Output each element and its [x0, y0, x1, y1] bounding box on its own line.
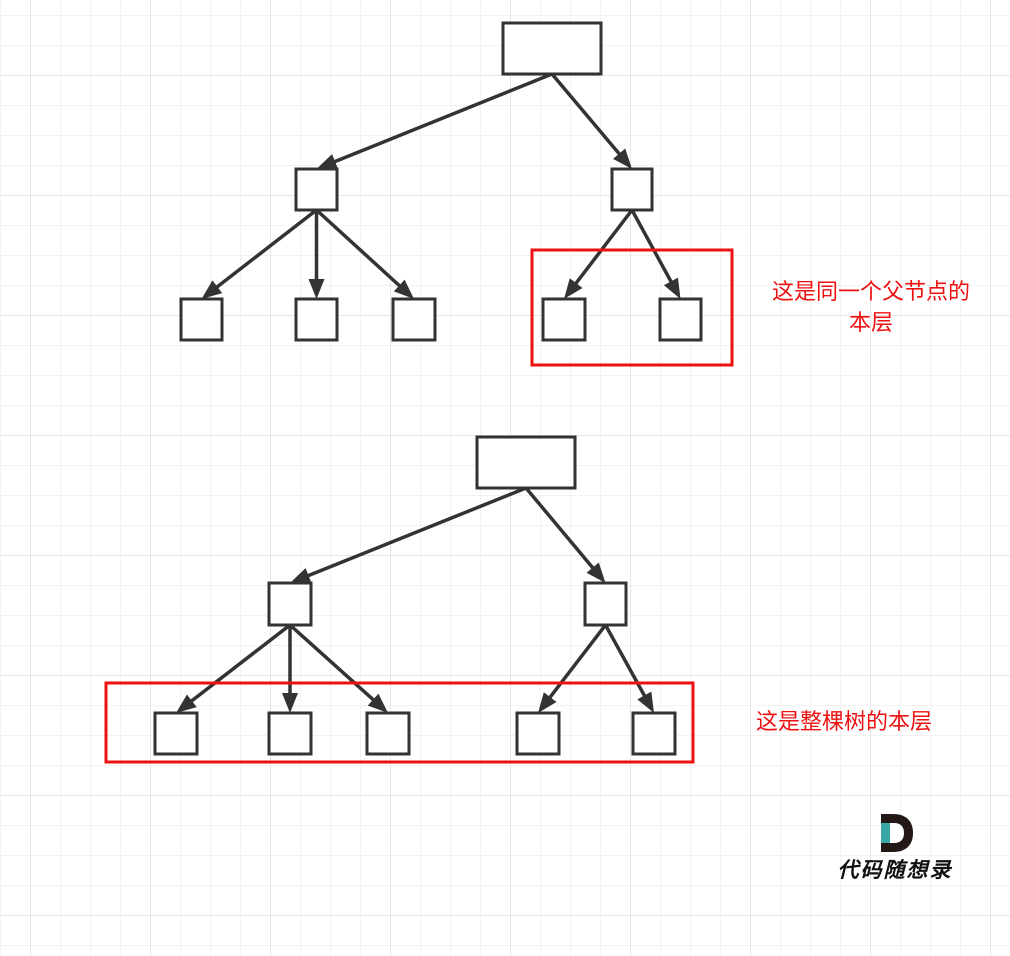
edge-line — [573, 208, 634, 286]
edge-line — [214, 208, 318, 290]
edge-line — [547, 623, 607, 700]
left-grandchild-2 — [294, 297, 339, 342]
edge-line — [630, 209, 674, 285]
left-grandchild-1 — [179, 297, 224, 342]
whole-tree-level-highlight — [104, 681, 695, 764]
bottom-tree-diagram — [153, 435, 677, 756]
same-parent-level-highlight — [530, 248, 734, 367]
arrowhead — [367, 693, 388, 713]
edge-line — [315, 208, 402, 289]
arrowhead — [564, 278, 583, 299]
right-grandchild-1 — [541, 297, 587, 342]
arrowhead — [290, 568, 312, 583]
left-grandchild-2 — [267, 711, 313, 756]
left-grandchild-3 — [391, 297, 437, 342]
top-tree-diagram — [179, 21, 703, 342]
logo-d-icon — [881, 814, 913, 852]
edge-line — [306, 486, 527, 578]
tree-level-annotation: 这是整棵树的本层 — [755, 710, 932, 735]
left-grandchild-1 — [153, 711, 199, 756]
edge-line — [189, 623, 292, 704]
brand-logo: 代码随想录 — [820, 810, 970, 885]
edge-line — [288, 623, 376, 703]
arrowhead — [586, 562, 606, 583]
right-grandchild-2 — [631, 711, 677, 756]
edge-line — [603, 624, 647, 699]
sibling-level-annotation: 这是同一个父节点的 本层 — [740, 277, 1002, 339]
arrowhead — [176, 694, 197, 713]
root-node — [475, 435, 577, 490]
arrowhead — [663, 277, 681, 299]
sibling-level-annotation-line-1: 这是同一个父节点的 — [771, 280, 970, 305]
sibling-level-annotation-line-2: 本层 — [848, 311, 893, 336]
arrowhead — [637, 691, 654, 713]
arrowhead — [201, 280, 223, 299]
right-child-node — [610, 167, 654, 212]
edge-line — [332, 72, 553, 164]
root-node — [501, 21, 603, 76]
right-child-node — [583, 581, 628, 627]
arrowhead — [282, 693, 298, 713]
edge-line — [524, 486, 596, 571]
right-grandchild-2 — [658, 297, 703, 342]
logo-text: 代码随想录 — [837, 857, 953, 882]
left-grandchild-3 — [365, 711, 411, 756]
edge-line — [550, 72, 622, 157]
arrowhead — [538, 692, 557, 713]
arrowhead — [393, 279, 414, 299]
left-child-node — [294, 167, 339, 212]
right-grandchild-1 — [515, 711, 561, 756]
arrowhead — [612, 148, 632, 169]
arrowhead — [316, 154, 339, 169]
left-child-node — [267, 581, 313, 627]
arrowhead — [308, 279, 325, 299]
